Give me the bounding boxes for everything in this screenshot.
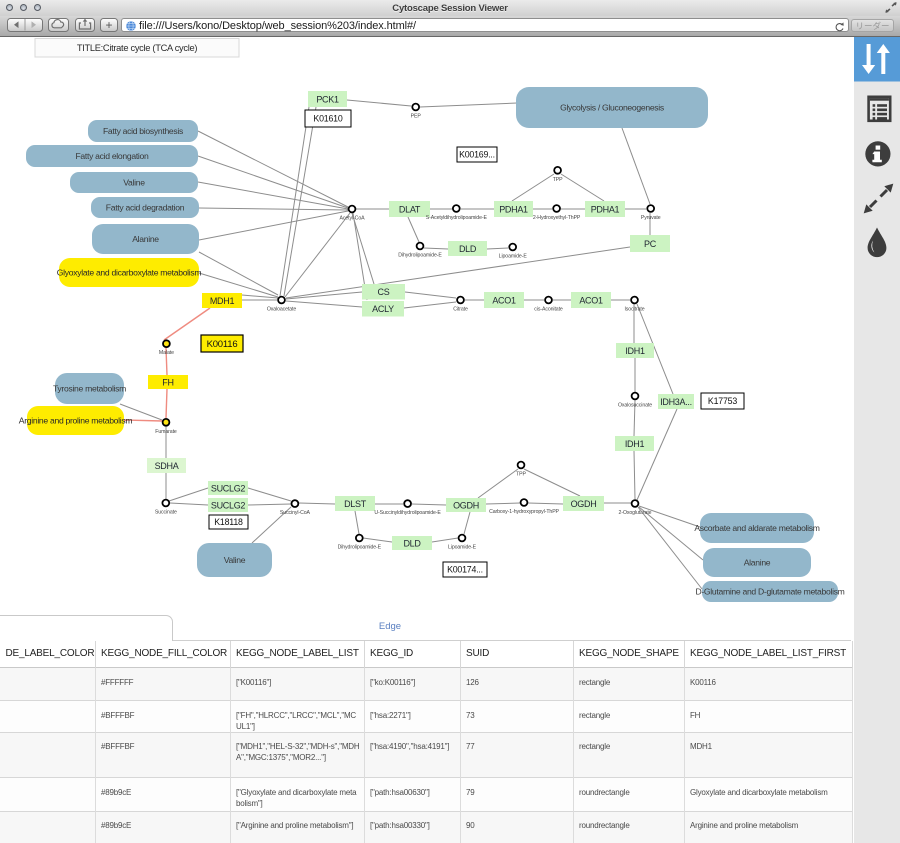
svg-text:Fatty acid biosynthesis: Fatty acid biosynthesis xyxy=(103,126,183,136)
svg-text:D-Glutamine and D-glutamate me: D-Glutamine and D-glutamate metabolism xyxy=(695,587,844,597)
svg-text:DLAT: DLAT xyxy=(399,204,421,214)
svg-text:Arginine and proline metabolis: Arginine and proline metabolism xyxy=(19,416,133,426)
svg-text:K17753: K17753 xyxy=(708,396,737,406)
svg-text:Isocitrate: Isocitrate xyxy=(624,307,644,313)
svg-text:ACO1: ACO1 xyxy=(492,295,516,305)
svg-text:2-Oxoglutarate: 2-Oxoglutarate xyxy=(619,510,652,516)
svg-text:Alanine: Alanine xyxy=(744,558,771,568)
svg-text:TPP: TPP xyxy=(553,177,563,183)
svg-text:Tyrosine metabolism: Tyrosine metabolism xyxy=(53,384,126,394)
svg-text:SDHA: SDHA xyxy=(155,461,179,471)
svg-text:2-Hydroxyethyl-ThPP: 2-Hydroxyethyl-ThPP xyxy=(533,215,581,221)
svg-text:Oxalosuccinate: Oxalosuccinate xyxy=(618,403,652,409)
svg-text:OGDH: OGDH xyxy=(571,499,597,509)
svg-text:K00169...: K00169... xyxy=(459,150,495,160)
svg-text:K18118: K18118 xyxy=(214,517,243,527)
svg-text:DLST: DLST xyxy=(344,499,367,509)
svg-text:K00174...: K00174... xyxy=(447,565,483,575)
svg-text:Succinyl-CoA: Succinyl-CoA xyxy=(280,510,311,516)
svg-text:TITLE:Citrate cycle (TCA cycle: TITLE:Citrate cycle (TCA cycle) xyxy=(77,43,198,53)
svg-text:PCK1: PCK1 xyxy=(316,94,339,104)
svg-text:TPP: TPP xyxy=(516,472,526,478)
svg-text:Oxaloacetate: Oxaloacetate xyxy=(267,307,297,313)
svg-text:Ascorbate and aldarate metabol: Ascorbate and aldarate metabolism xyxy=(694,523,819,533)
svg-text:K01610: K01610 xyxy=(313,114,342,124)
svg-text:IDH1: IDH1 xyxy=(625,346,645,356)
svg-text:Acetyl-CoA: Acetyl-CoA xyxy=(340,216,366,222)
svg-text:PC: PC xyxy=(644,239,657,249)
svg-text:S-Acetyldihydrolipoamide-E: S-Acetyldihydrolipoamide-E xyxy=(426,215,488,221)
svg-text:Succinate: Succinate xyxy=(155,510,177,516)
svg-text:Lipoamide-E: Lipoamide-E xyxy=(499,254,528,260)
svg-text:ACO1: ACO1 xyxy=(579,295,603,305)
svg-text:SUCLG2: SUCLG2 xyxy=(211,500,246,510)
svg-text:Valine: Valine xyxy=(123,178,145,188)
svg-text:PDHA1: PDHA1 xyxy=(499,204,528,214)
svg-text:Glycolysis / Gluconeogenesis: Glycolysis / Gluconeogenesis xyxy=(560,103,664,113)
svg-text:Carboxy-1-hydroxypropyl-ThPP: Carboxy-1-hydroxypropyl-ThPP xyxy=(489,509,559,515)
svg-text:DLD: DLD xyxy=(403,538,421,548)
svg-text:Pyruvate: Pyruvate xyxy=(641,215,661,221)
svg-text:Malate: Malate xyxy=(159,350,174,356)
svg-text:SUCLG2: SUCLG2 xyxy=(211,483,246,493)
svg-text:PDHA1: PDHA1 xyxy=(591,204,620,214)
svg-text:Citrate: Citrate xyxy=(453,307,468,313)
svg-text:ACLY: ACLY xyxy=(372,304,394,314)
svg-text:Valine: Valine xyxy=(224,555,246,565)
svg-text:Fatty acid degradation: Fatty acid degradation xyxy=(106,203,185,213)
svg-text:K00116: K00116 xyxy=(207,339,238,350)
svg-text:Fumarate: Fumarate xyxy=(155,429,177,435)
svg-text:IDH3A...: IDH3A... xyxy=(660,397,692,407)
svg-text:MDH1: MDH1 xyxy=(210,296,235,306)
svg-text:CS: CS xyxy=(378,287,390,297)
svg-text:OGDH: OGDH xyxy=(453,500,479,510)
svg-text:Glyoxylate and dicarboxylate m: Glyoxylate and dicarboxylate metabolism xyxy=(57,268,202,278)
svg-text:DLD: DLD xyxy=(459,244,477,254)
svg-text:Alanine: Alanine xyxy=(132,234,159,244)
svg-text:cis-Aconitate: cis-Aconitate xyxy=(534,307,563,313)
svg-text:Lipoamide-E: Lipoamide-E xyxy=(448,545,477,551)
svg-text:PEP: PEP xyxy=(411,114,422,120)
svg-text:Fatty acid elongation: Fatty acid elongation xyxy=(75,151,149,161)
svg-text:Dihydrolipoamide-E: Dihydrolipoamide-E xyxy=(338,545,382,551)
svg-text:Dihydrolipoamide-E: Dihydrolipoamide-E xyxy=(398,253,442,259)
svg-text:U-Succinyldihydrolipoamide-E: U-Succinyldihydrolipoamide-E xyxy=(374,510,441,516)
svg-text:IDH1: IDH1 xyxy=(625,439,645,449)
svg-text:FH: FH xyxy=(162,377,173,387)
